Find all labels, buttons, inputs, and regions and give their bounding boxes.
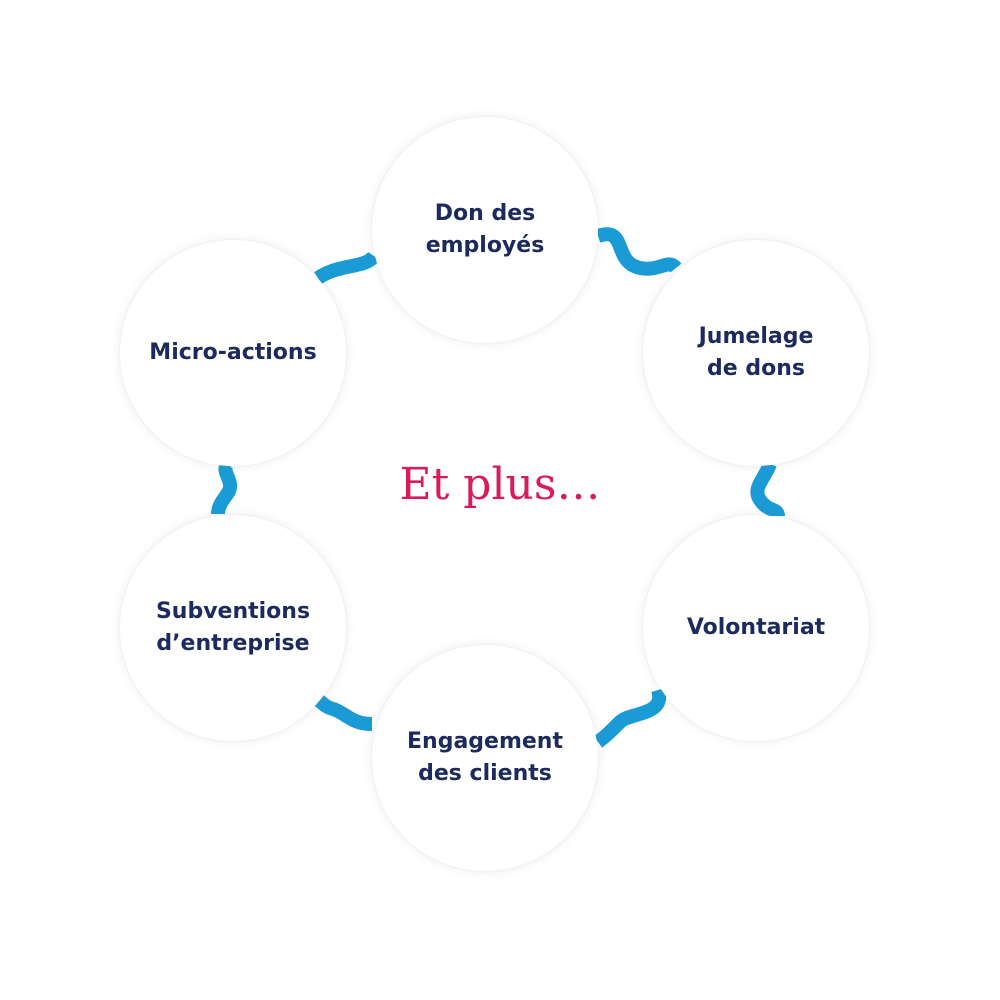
connector-subventions-to-micro-actions: [211, 459, 238, 515]
center-title: Et plus…: [399, 459, 601, 510]
node-label: Micro-actions: [149, 340, 317, 365]
node-micro-actions: Micro-actions: [120, 240, 346, 466]
node-engagement-des-clients: Engagement des clients: [372, 645, 598, 871]
connector-engagement-to-subventions: [314, 693, 373, 731]
node-subventions-entreprise: Subventions d’entreprise: [120, 515, 346, 741]
connector-don-to-jumelage: [595, 227, 682, 276]
node-label: Subventions d’entreprise: [155, 599, 311, 656]
node-don-des-employes: Don des employés: [372, 117, 598, 343]
connector-volontariat-to-engagement: [593, 687, 667, 748]
node-volontariat: Volontariat: [643, 515, 869, 741]
node-jumelage-de-dons: Jumelage de dons: [643, 240, 869, 466]
node-label: Volontariat: [686, 615, 826, 640]
node-label: Engagement des clients: [407, 729, 563, 786]
node-label: Jumelage de dons: [698, 324, 814, 381]
node-label: Don des employés: [425, 201, 545, 258]
connector-micro-actions-to-don: [314, 251, 380, 284]
connector-jumelage-to-volontariat: [750, 461, 785, 518]
